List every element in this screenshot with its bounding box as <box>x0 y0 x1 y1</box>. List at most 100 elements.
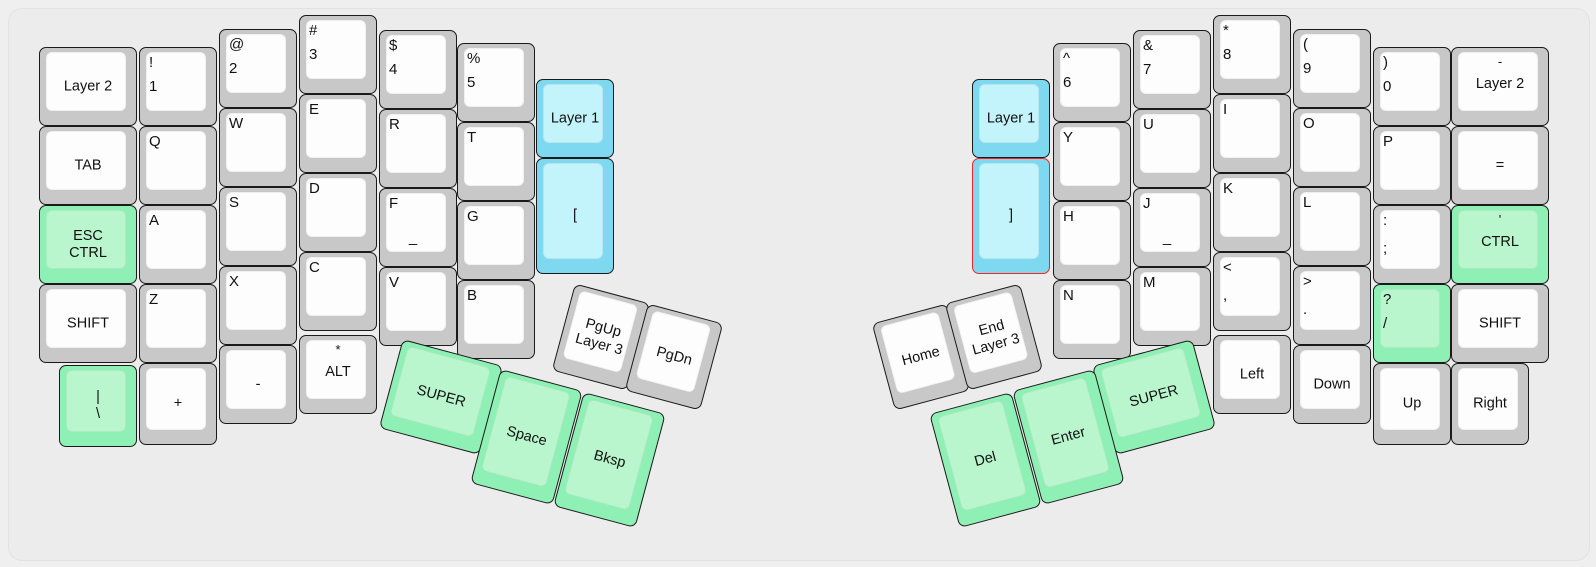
key-r-c5-r1[interactable]: P <box>1373 126 1451 205</box>
key-legend-primary: U <box>1143 116 1154 133</box>
key-r-c5-r2[interactable]: :; <box>1373 205 1451 284</box>
key-legend-primary: P <box>1383 133 1394 150</box>
key-legend-primary: A <box>149 212 160 229</box>
key-legend-top: - <box>1497 54 1503 69</box>
key-l-c6-r0[interactable]: Layer 1 <box>536 79 614 158</box>
key-l-c3-r3[interactable]: C <box>299 252 377 331</box>
key-r-c5-r0[interactable]: )0 <box>1373 47 1451 126</box>
key-l-c4-r3[interactable]: V <box>379 267 457 346</box>
key-l-c1-r3[interactable]: Z <box>139 284 217 363</box>
keycap <box>464 206 524 265</box>
key-legend-center: Layer 1 <box>986 109 1036 126</box>
key-l-c1-r4[interactable]: + <box>139 363 217 445</box>
key-r-c4-r3[interactable]: >. <box>1293 266 1371 345</box>
key-legend-primary: W <box>229 115 244 132</box>
key-r-c5-r4[interactable]: Up <box>1373 363 1451 445</box>
keycap <box>979 163 1039 259</box>
key-r-c3-r4[interactable]: Left <box>1213 335 1291 414</box>
key-legend-center: ] <box>1008 207 1014 224</box>
key-l-c2-r4[interactable]: - <box>219 345 297 424</box>
key-legend-primary: S <box>229 194 240 211</box>
key-l-c0-r1[interactable]: TAB <box>39 126 137 205</box>
key-r-c3-r2[interactable]: K <box>1213 173 1291 252</box>
key-legend-center: TAB <box>74 156 102 173</box>
key-l-c1-r2[interactable]: A <box>139 205 217 284</box>
key-r-c6-r3[interactable]: SHIFT <box>1451 284 1549 363</box>
key-r-c4-r0[interactable]: (9 <box>1293 29 1371 108</box>
key-r-c1-r1[interactable]: Y <box>1053 122 1131 201</box>
key-legend-center: Down <box>1313 375 1351 392</box>
key-r-c4-r4[interactable]: Down <box>1293 345 1371 424</box>
key-legend-secondary: 4 <box>389 61 398 78</box>
keycap <box>1140 114 1200 173</box>
keycap <box>464 127 524 186</box>
key-r-c2-r1[interactable]: U <box>1133 109 1211 188</box>
key-legend-primary: N <box>1063 287 1074 304</box>
key-l-c0-r3[interactable]: SHIFT <box>39 284 137 363</box>
key-r-c0-r1[interactable]: ] <box>972 158 1050 274</box>
key-l-c0-r0[interactable]: Layer 2 <box>39 47 137 126</box>
key-r-c3-r1[interactable]: I <box>1213 94 1291 173</box>
key-r-c2-r0[interactable]: &7 <box>1133 30 1211 109</box>
key-legend-primary: ! <box>149 54 154 71</box>
key-legend-secondary: ; <box>1383 240 1388 257</box>
key-legend-center: SHIFT <box>67 314 109 331</box>
keycap <box>226 113 286 172</box>
key-r-c6-r4[interactable]: Right <box>1451 363 1529 445</box>
key-legend-primary: F <box>389 195 399 212</box>
key-r-c3-r3[interactable]: <, <box>1213 252 1291 331</box>
key-legend-center: [ <box>572 207 578 224</box>
key-legend-secondary: , <box>1223 287 1228 304</box>
key-r-c1-r2[interactable]: H <box>1053 201 1131 280</box>
key-r-c6-r0[interactable]: -Layer 2 <box>1451 47 1549 126</box>
key-r-c1-r0[interactable]: ^6 <box>1053 43 1131 122</box>
key-l-c2-r1[interactable]: W <box>219 108 297 187</box>
key-l-c1-r1[interactable]: Q <box>139 126 217 205</box>
key-r-c6-r1[interactable]: = <box>1451 126 1549 205</box>
keycap <box>146 289 206 348</box>
key-r-c0-r0[interactable]: Layer 1 <box>972 79 1050 158</box>
key-l-c5-r0[interactable]: %5 <box>457 43 535 122</box>
key-l-c4-r1[interactable]: R <box>379 109 457 188</box>
key-l-c5-r2[interactable]: G <box>457 201 535 280</box>
key-l-c3-r0[interactable]: #3 <box>299 15 377 94</box>
keycap <box>146 52 206 111</box>
key-l-c5-r3[interactable]: B <box>457 280 535 359</box>
key-l-c3-r1[interactable]: E <box>299 94 377 173</box>
key-r-c6-r2[interactable]: 'CTRL <box>1451 205 1549 284</box>
key-l-c2-r0[interactable]: @2 <box>219 29 297 108</box>
keycap <box>1380 368 1440 430</box>
key-l-c1-r0[interactable]: !1 <box>139 47 217 126</box>
key-r-c3-r0[interactable]: *8 <box>1213 15 1291 94</box>
key-l-c2-r3[interactable]: X <box>219 266 297 345</box>
key-legend-secondary: 6 <box>1063 74 1072 91</box>
key-legend-secondary: 9 <box>1303 60 1312 77</box>
key-l-c3-r2[interactable]: D <box>299 173 377 252</box>
key-l-c6-r1[interactable]: [ <box>536 158 614 274</box>
key-legend-center: + <box>173 395 183 412</box>
key-r-c1-r3[interactable]: N <box>1053 280 1131 359</box>
keycap <box>1300 192 1360 251</box>
key-l-c2-r2[interactable]: S <box>219 187 297 266</box>
key-l-c0-r4[interactable]: | \ <box>59 365 137 447</box>
keycap <box>1220 20 1280 79</box>
key-l-c5-r1[interactable]: T <box>457 122 535 201</box>
key-legend-primary: K <box>1223 180 1234 197</box>
key-r-c2-r3[interactable]: M <box>1133 267 1211 346</box>
key-legend-center: = <box>1495 156 1505 173</box>
key-legend-secondary: 3 <box>309 46 318 63</box>
keycap <box>66 370 126 432</box>
key-l-c3-r4[interactable]: *ALT <box>299 335 377 414</box>
key-l-c4-r0[interactable]: $4 <box>379 30 457 109</box>
key-l-c4-r2[interactable]: F_ <box>379 188 457 267</box>
keycap <box>306 20 366 79</box>
key-legend-secondary: . <box>1303 301 1308 318</box>
key-r-c5-r3[interactable]: ?/ <box>1373 284 1451 363</box>
key-r-c2-r2[interactable]: J_ <box>1133 188 1211 267</box>
key-r-c4-r1[interactable]: O <box>1293 108 1371 187</box>
key-l-c0-r2[interactable]: ESC CTRL <box>39 205 137 284</box>
key-legend-primary: * <box>1223 22 1229 39</box>
key-r-c4-r2[interactable]: L <box>1293 187 1371 266</box>
key-legend-primary: Q <box>149 133 161 150</box>
